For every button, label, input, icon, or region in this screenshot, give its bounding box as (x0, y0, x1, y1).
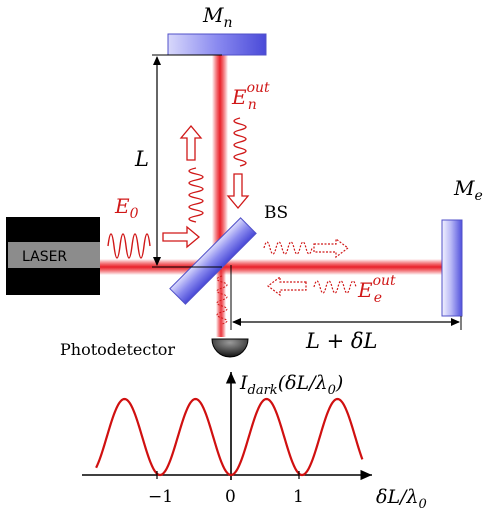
arm-e-arrow-right (451, 318, 460, 326)
x-tick-minus1: −1 (148, 487, 173, 507)
mirror-e (441, 219, 463, 317)
photodetector (211, 338, 249, 358)
x-tick-0: 0 (225, 487, 236, 507)
arm-n-length-label: L (134, 147, 149, 171)
arrow-e-right (313, 237, 349, 259)
arrow-n-up (179, 124, 203, 161)
laser-label: LASER (22, 249, 67, 265)
mirror-n (167, 33, 267, 56)
beam-north-arm (212, 55, 228, 267)
beam-splitter (169, 217, 257, 305)
mirror-e-label: Me (453, 176, 483, 204)
arrow-n-down (226, 173, 250, 210)
mirror-n-label: Mn (202, 3, 233, 31)
arm-e-arrow-left (232, 318, 241, 326)
wave-e0 (107, 233, 151, 259)
arrow-e0-propagation (162, 225, 201, 249)
wave-n-down (233, 117, 247, 167)
graph-y-label: Idark(δL/λ0) (239, 372, 343, 398)
wave-n-up (188, 167, 204, 223)
x-tick-1: 1 (293, 487, 304, 507)
arm-n-arrow-up (153, 56, 161, 65)
arm-e-length-label: L + δL (305, 329, 377, 353)
photodetector-label: Photodetector (60, 340, 175, 359)
intensity-curve (95, 397, 364, 477)
graph-x-ticks (156, 471, 300, 479)
arm-n-arrow-down (153, 257, 161, 266)
laser-label-box (8, 242, 100, 268)
beam-to-detector (216, 267, 226, 337)
graph-x-label: δL/λ0 (376, 486, 427, 512)
beam-east-arm (232, 259, 462, 275)
wave-e-right (263, 241, 313, 255)
beam-splitter-label: BS (264, 203, 288, 223)
wave-e-left (313, 280, 357, 294)
arrow-e-left (267, 275, 307, 297)
field-e0-label: E0 (114, 194, 139, 222)
